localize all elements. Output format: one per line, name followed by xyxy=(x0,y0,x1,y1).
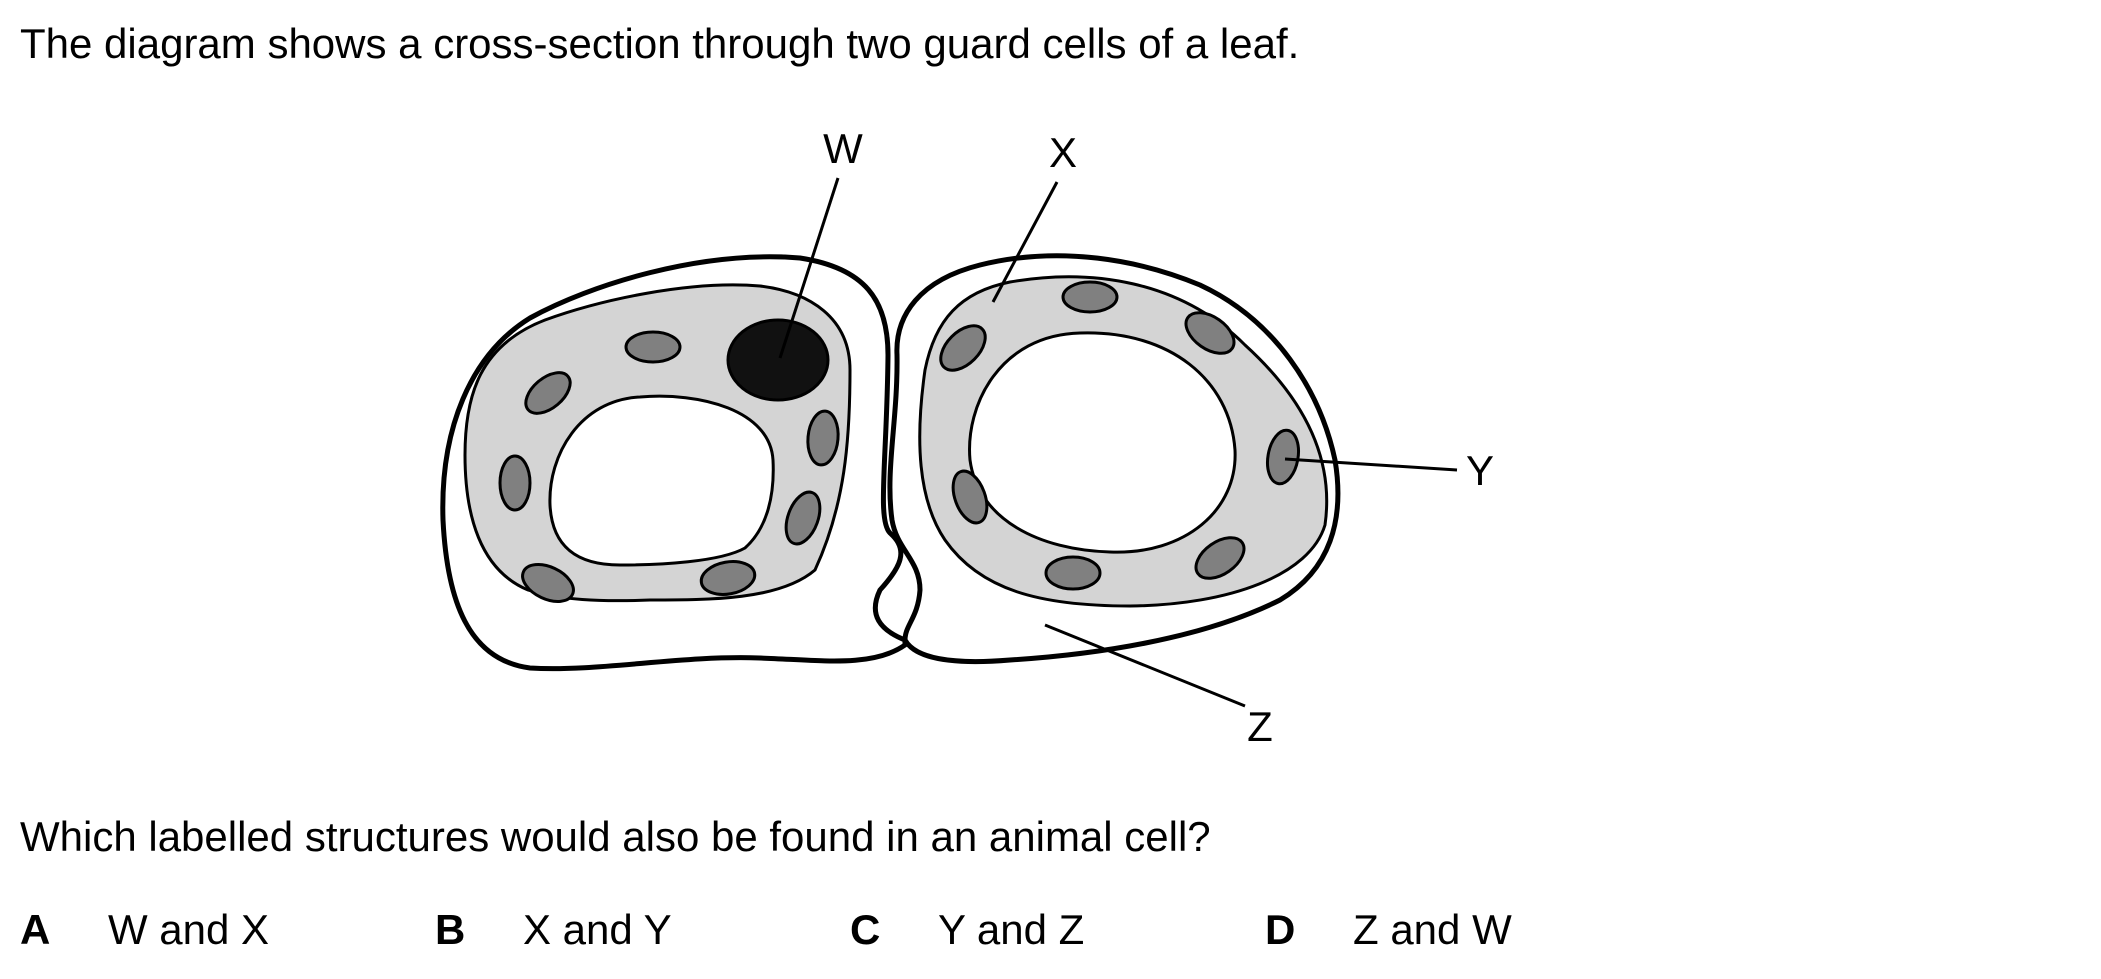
option-text: Z and W xyxy=(1353,906,1512,953)
question-prompt: Which labelled structures would also be … xyxy=(20,813,1211,860)
chloroplast xyxy=(699,560,757,596)
left-chloroplasts xyxy=(498,330,840,603)
pointer-line-y xyxy=(1284,457,1458,472)
option-letter: C xyxy=(850,906,881,953)
left-guard-cell xyxy=(440,254,908,672)
label-lines xyxy=(778,177,1458,708)
option-text: W and X xyxy=(108,906,270,953)
label-w: W xyxy=(823,125,863,172)
option-text: X and Y xyxy=(523,906,672,953)
pointer-line-z xyxy=(1044,623,1246,708)
label-y: Y xyxy=(1466,447,1494,494)
chloroplast xyxy=(1061,280,1119,314)
option-letter: D xyxy=(1265,906,1296,953)
nucleus-w xyxy=(726,318,830,402)
structure-labels: W X Y Z xyxy=(823,125,1494,750)
pointer-line-w xyxy=(778,177,840,359)
chloroplast xyxy=(1194,536,1246,580)
intro-text: The diagram shows a cross-section throug… xyxy=(20,20,1300,67)
chloroplast xyxy=(521,563,575,603)
chloroplast xyxy=(498,454,532,512)
chloroplast xyxy=(784,490,822,546)
right-guard-cell xyxy=(887,253,1341,665)
answer-options: A W and X B X and Y C Y and Z D Z and W xyxy=(20,900,2060,960)
pointer-line-x xyxy=(991,181,1059,303)
chloroplast xyxy=(951,469,989,525)
chloroplast xyxy=(806,409,840,467)
right-chloroplasts xyxy=(939,280,1300,591)
option-letter: A xyxy=(20,906,51,953)
chloroplast xyxy=(1044,555,1102,591)
chloroplast xyxy=(939,324,987,372)
chloroplast xyxy=(524,371,572,415)
option-text: Y and Z xyxy=(938,906,1085,953)
right-vacuole xyxy=(968,331,1237,554)
label-z: Z xyxy=(1247,703,1273,750)
label-x: X xyxy=(1049,129,1077,176)
chloroplast xyxy=(624,330,682,364)
chloroplast xyxy=(1184,311,1236,355)
left-vacuole xyxy=(548,394,775,567)
option-letter: B xyxy=(435,906,466,953)
